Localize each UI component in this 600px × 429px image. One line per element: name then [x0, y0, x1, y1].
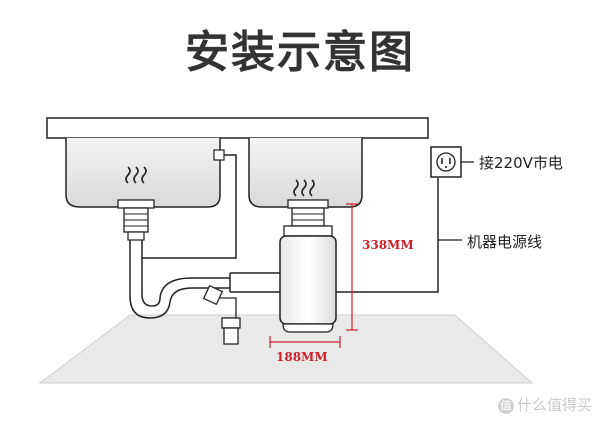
disposer-outlet [229, 272, 282, 293]
overflow-fitting [213, 149, 225, 161]
cabinet-floor [38, 314, 534, 384]
watermark-text: 什么值得买 [516, 396, 592, 414]
power-cord-label: 机器电源线 [467, 233, 543, 251]
height-dimension-line [346, 203, 358, 331]
power-cord [336, 178, 439, 293]
height-dimension-label: 338MM [362, 238, 414, 252]
disposer-flange [283, 199, 333, 237]
countertop [46, 117, 429, 139]
right-sink-basin [248, 138, 363, 208]
trap-coupling [202, 284, 241, 345]
watermark-logo-icon: 值 [497, 398, 514, 414]
watermark: 值什么值得买 [497, 394, 592, 415]
diagram-title: 安装示意图 [185, 27, 415, 78]
left-drain-pipe [129, 240, 230, 319]
left-drain-pipe-inner [141, 240, 230, 307]
overflow-pipe [142, 154, 237, 259]
steam-right [293, 179, 315, 197]
width-dimension-label: 188MM [276, 350, 328, 364]
steam-left [125, 166, 147, 184]
width-dimension-line [269, 336, 341, 348]
left-sink-basin [65, 138, 221, 208]
left-drain [117, 199, 155, 241]
disposer-unit [279, 235, 337, 333]
power-supply-label: 接220V市电 [479, 154, 563, 172]
power-outlet-icon [430, 146, 462, 178]
